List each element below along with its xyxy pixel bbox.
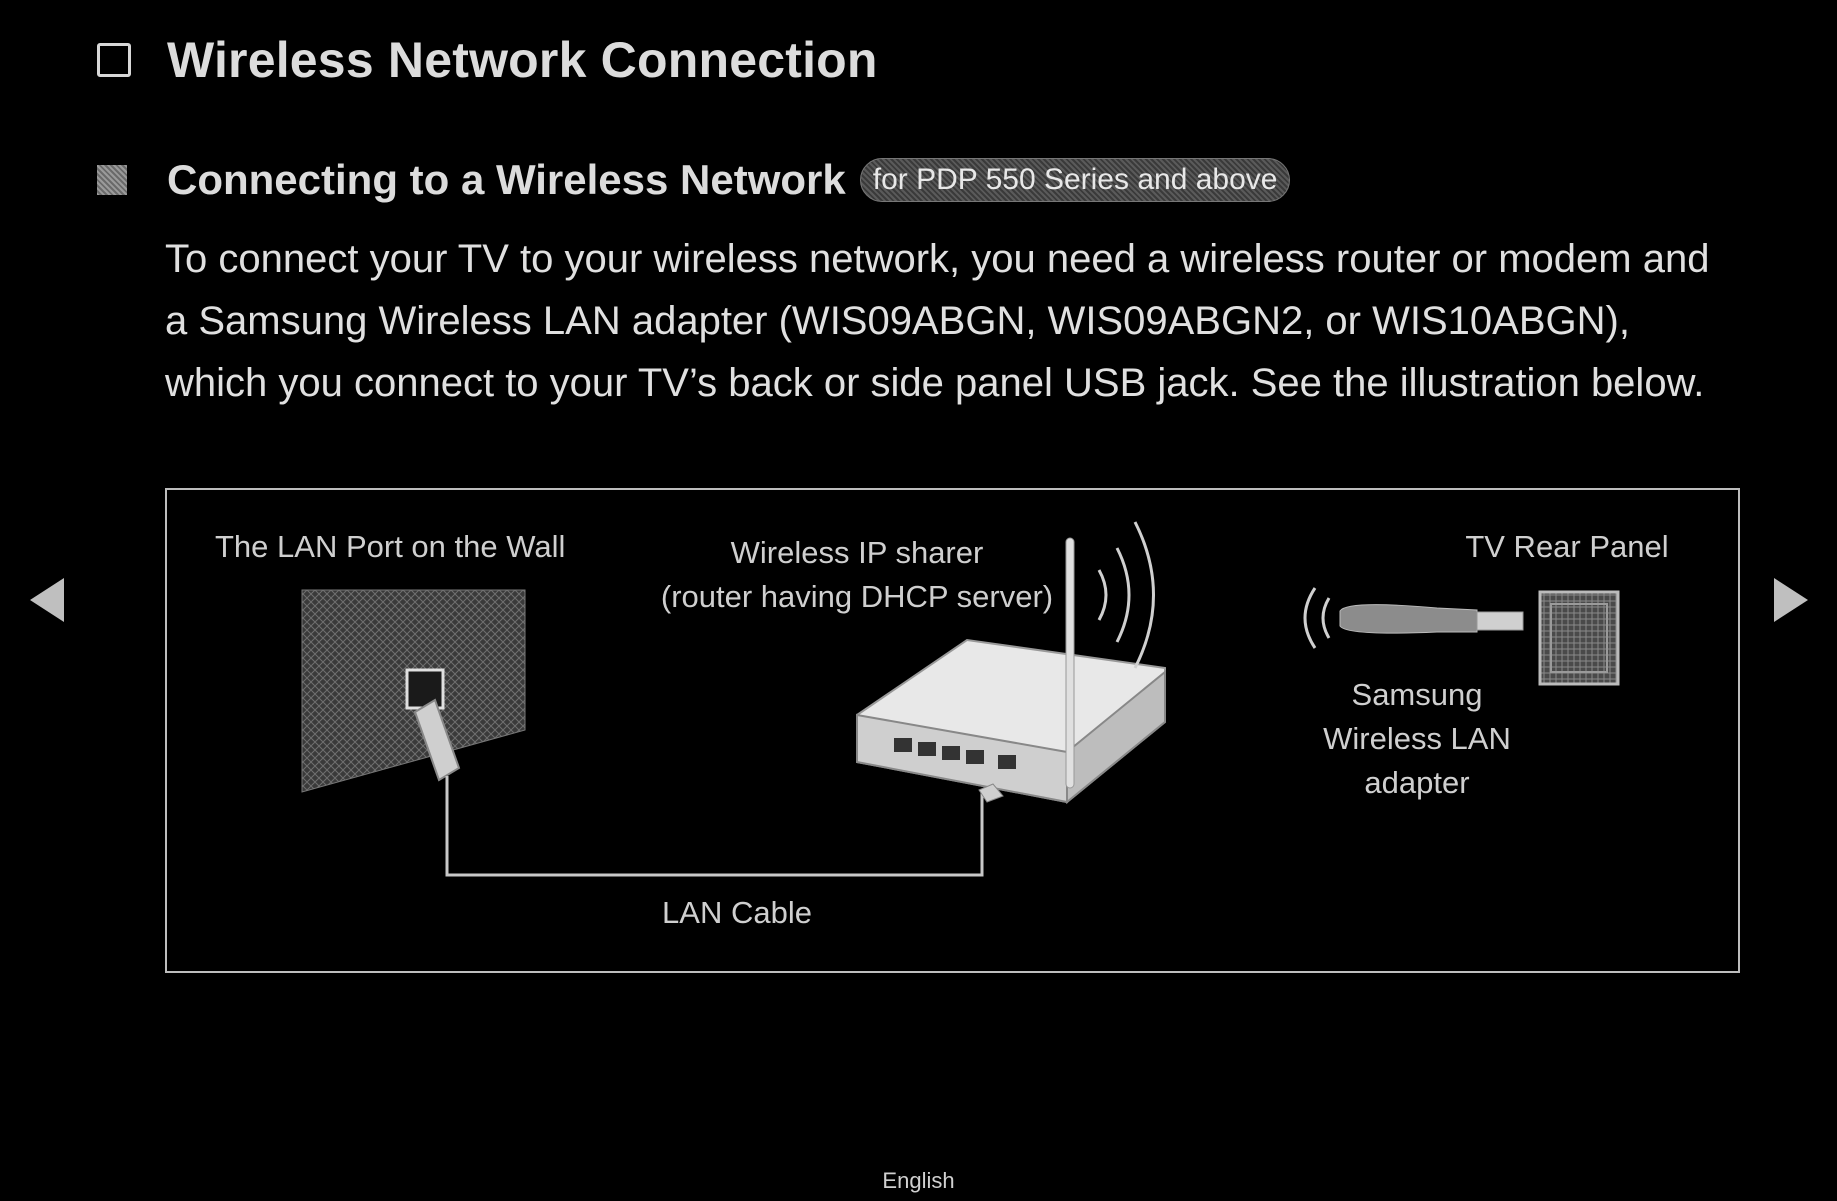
lan-cable-label: LAN Cable xyxy=(662,895,812,930)
wall-port-label: The LAN Port on the Wall xyxy=(215,529,566,564)
adapter-label-line2: Wireless LAN xyxy=(1323,721,1511,756)
adapter-label-line3: adapter xyxy=(1364,765,1470,800)
router-label-line1: Wireless IP sharer xyxy=(730,535,984,570)
page-title-text: Wireless Network Connection xyxy=(167,32,878,88)
section-heading-text: Connecting to a Wireless Network xyxy=(167,156,846,203)
adapter-wireless-waves-icon xyxy=(1303,587,1331,649)
footer-language: English xyxy=(882,1168,955,1193)
square-bullet-icon xyxy=(97,165,127,195)
tv-panel-label: TV Rear Panel xyxy=(1465,529,1669,564)
wall-lan-port-icon xyxy=(301,589,526,793)
page-title: Wireless Network Connection xyxy=(97,30,878,90)
router-label-line2: (router having DHCP server) xyxy=(660,579,1054,614)
tv-rear-panel-icon xyxy=(1538,590,1620,686)
router-wireless-waves-icon xyxy=(1097,521,1155,669)
checkbox-icon xyxy=(97,43,131,77)
connection-diagram-graphic xyxy=(301,521,1620,877)
wireless-lan-adapter-icon xyxy=(1339,604,1524,634)
lan-cable xyxy=(445,776,984,877)
section-heading: Connecting to a Wireless Network for PDP… xyxy=(97,152,1291,208)
connection-illustration: The LAN Port on the Wall Wireless IP sha… xyxy=(165,488,1740,973)
series-badge: for PDP 550 Series and above xyxy=(859,158,1291,202)
adapter-label-line1: Samsung xyxy=(1351,677,1483,712)
body-paragraph: To connect your TV to your wireless netw… xyxy=(165,237,1710,405)
triangle-left-icon[interactable] xyxy=(30,578,64,622)
wireless-router-icon xyxy=(856,537,1166,805)
triangle-right-icon[interactable] xyxy=(1774,578,1808,622)
